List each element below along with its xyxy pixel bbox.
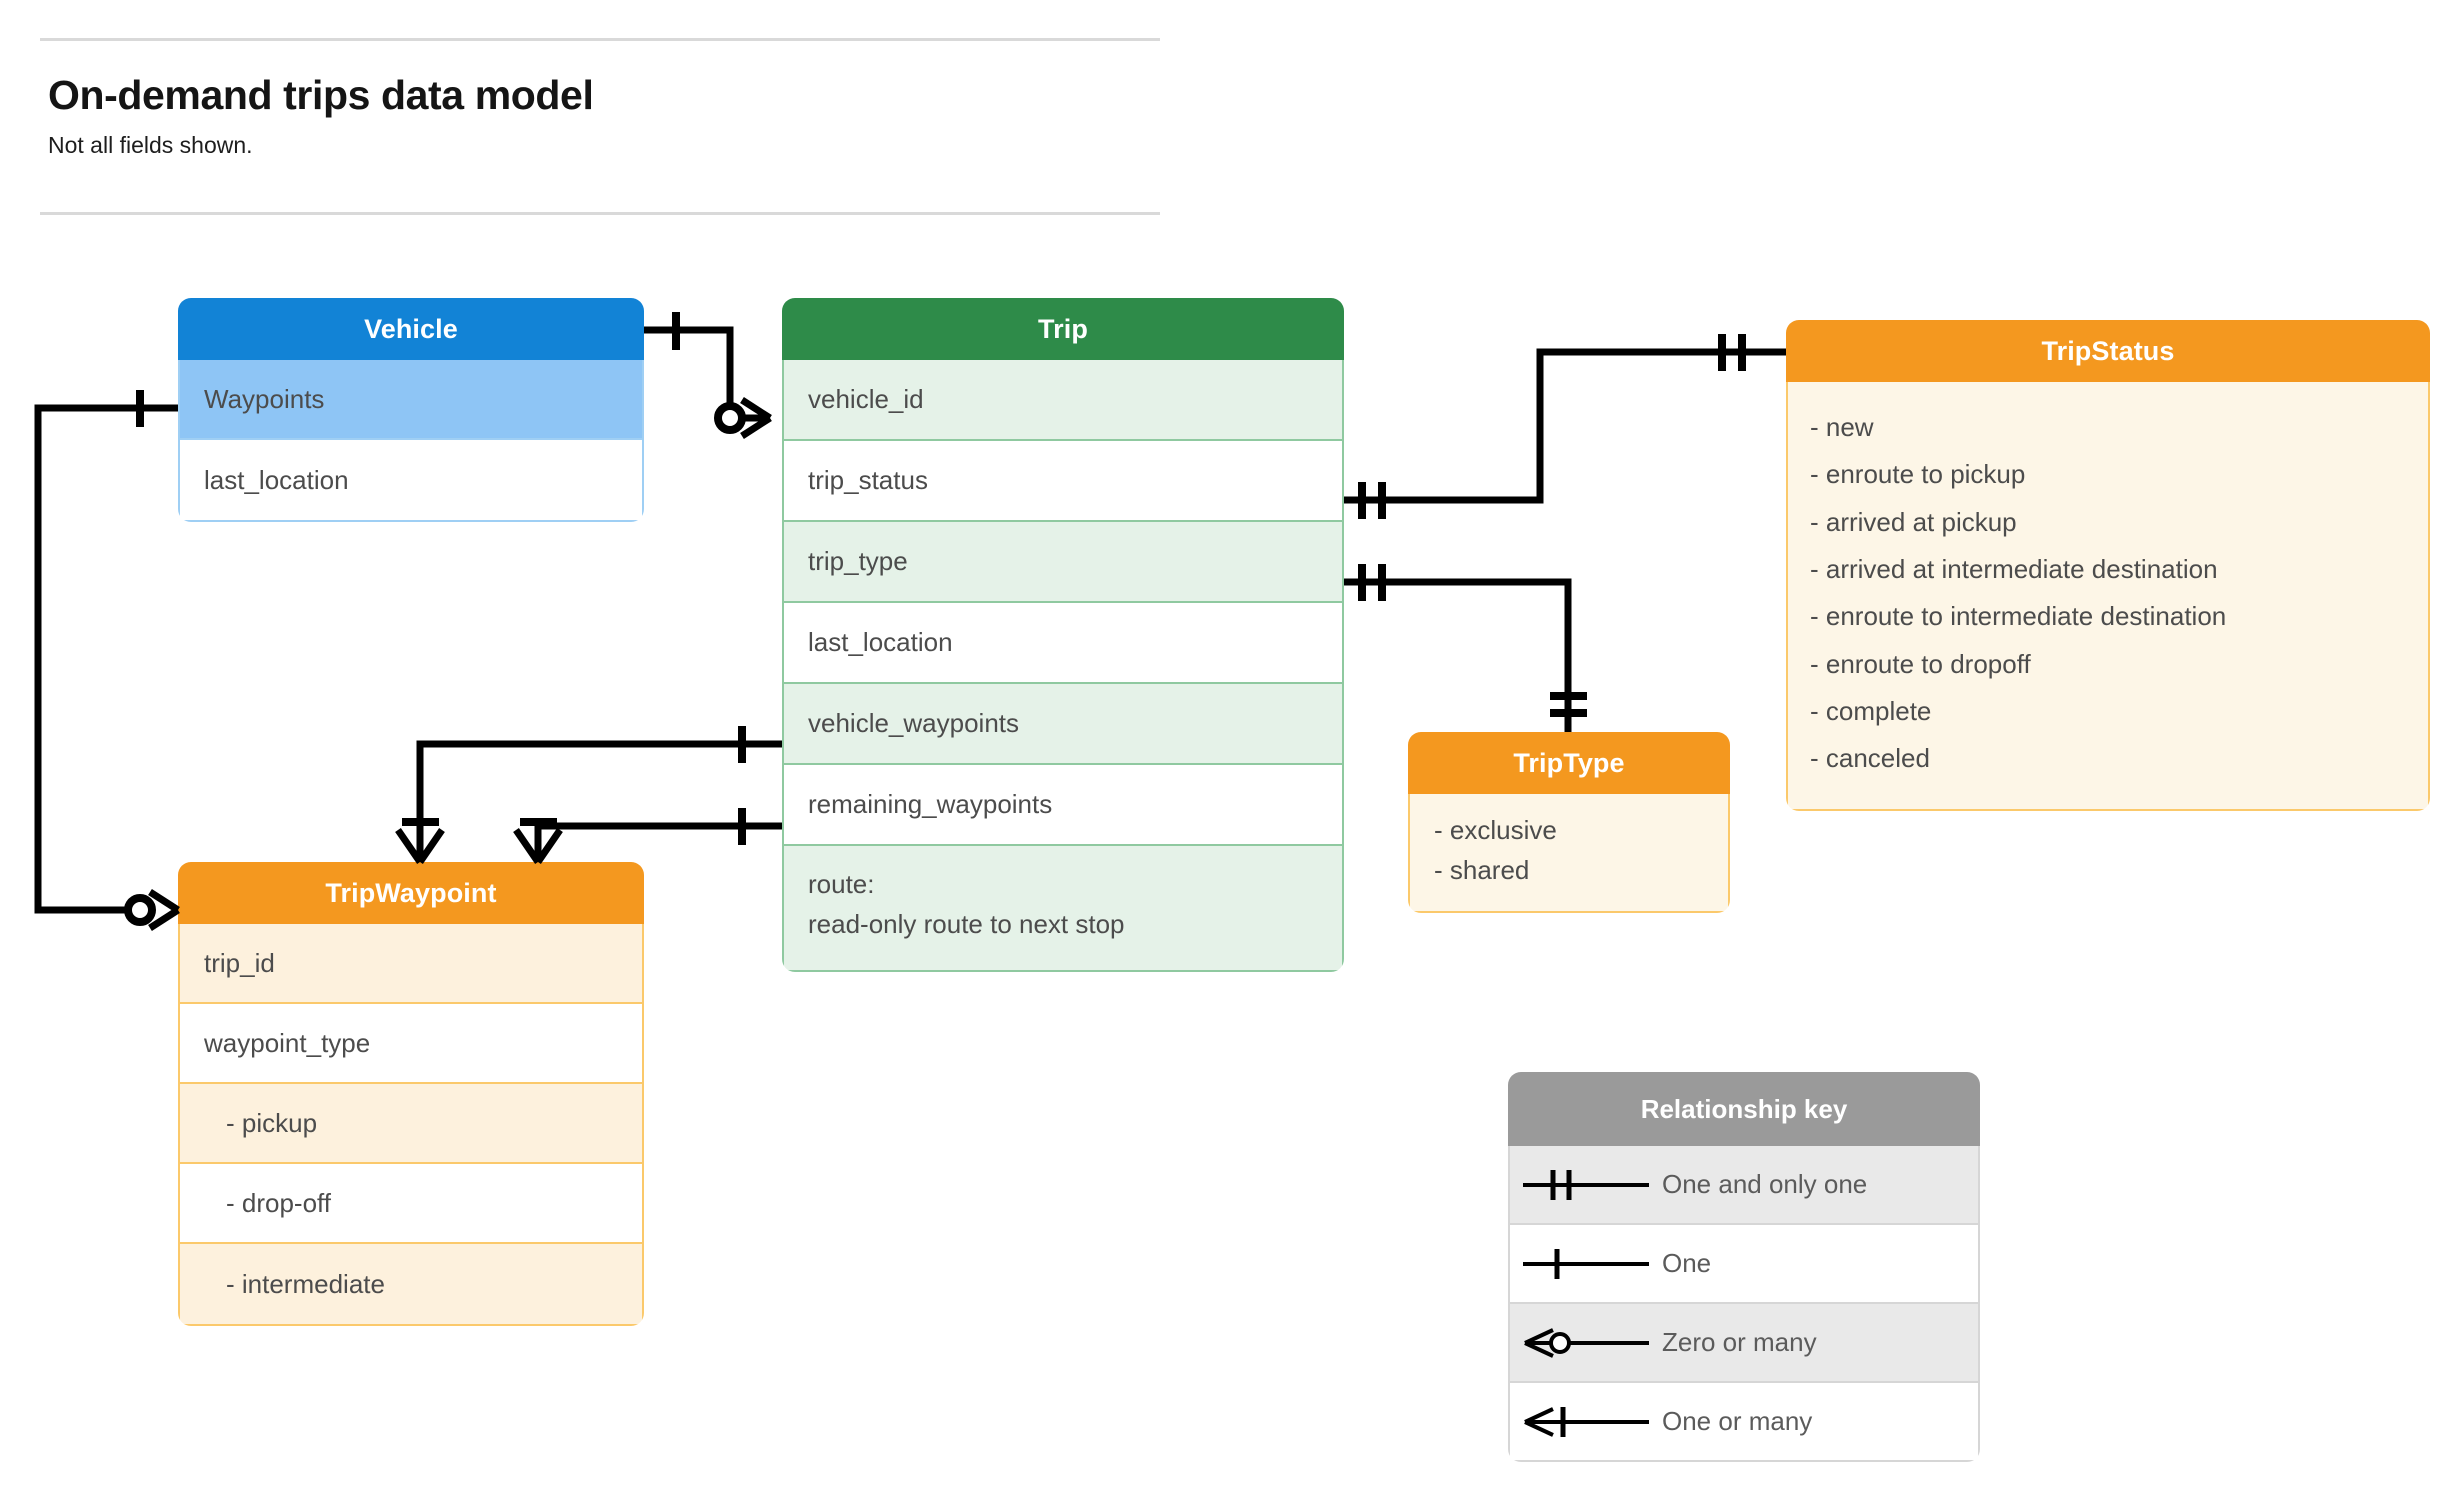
connector-trip-status-to-tripstatus	[1344, 348, 1786, 504]
connector-vehicle-waypoints-field-to-tripwaypoint	[416, 740, 782, 862]
tripstatus-value-canceled: - canceled	[1810, 743, 1930, 774]
entity-trip-type-title: TripType	[1408, 732, 1730, 794]
tripstatus-value-new: - new	[1810, 412, 1874, 442]
connector-vehicle-to-trip	[644, 326, 770, 422]
entity-trip[interactable]: Trip vehicle_id trip_status trip_type la…	[782, 298, 1344, 972]
entity-trip-type-values: - exclusive - shared	[1408, 794, 1730, 913]
field-trip-route: route: read-only route to next stop	[784, 846, 1342, 970]
field-tripwaypoint-pickup: - pickup	[180, 1084, 642, 1164]
legend-row-one-or-many: One or many	[1510, 1383, 1978, 1460]
field-trip-route-label: route:	[808, 869, 875, 899]
entity-vehicle[interactable]: Vehicle Waypoints last_location	[178, 298, 644, 522]
header-divider-bottom	[40, 212, 1160, 215]
entity-trip-waypoint[interactable]: TripWaypoint trip_id waypoint_type - pic…	[178, 862, 644, 1326]
field-tripwaypoint-waypoint-type: waypoint_type	[180, 1004, 642, 1084]
field-trip-vehicle-id: vehicle_id	[784, 360, 1342, 441]
connector-trip-type-to-triptype	[1344, 578, 1572, 732]
tripstatus-value-arrived-intermediate: - arrived at intermediate destination	[1810, 553, 2218, 584]
entity-trip-status-title: TripStatus	[1786, 320, 2430, 382]
triptype-value-exclusive: - exclusive	[1434, 815, 1557, 845]
field-tripwaypoint-trip-id: trip_id	[180, 924, 642, 1004]
cardinality-zero-or-many-trip-vehicle-id	[714, 397, 772, 439]
one-or-many-icon	[1510, 1383, 1662, 1460]
field-vehicle-waypoints: Waypoints	[180, 360, 642, 440]
entity-trip-status-values: - new - enroute to pickup - arrived at p…	[1786, 382, 2430, 811]
field-trip-remaining-waypoints: remaining_waypoints	[784, 765, 1342, 846]
relationship-key: Relationship key One and only one	[1508, 1072, 1980, 1462]
cardinality-one-or-many-tripwaypoint-a	[395, 818, 445, 864]
legend-label-one-and-only-one: One and only one	[1662, 1169, 1868, 1199]
tripstatus-value-enroute-pickup: - enroute to pickup	[1810, 459, 2026, 490]
tripstatus-value-enroute-dropoff: - enroute to dropoff	[1810, 648, 2031, 679]
field-tripwaypoint-dropoff: - drop-off	[180, 1164, 642, 1244]
field-trip-route-note: read-only route to next stop	[808, 909, 1125, 940]
field-trip-trip-type: trip_type	[784, 522, 1342, 603]
legend-row-zero-or-many: Zero or many	[1510, 1304, 1978, 1383]
entity-trip-status[interactable]: TripStatus - new - enroute to pickup - a…	[1786, 320, 2430, 811]
entity-trip-waypoint-fields: trip_id waypoint_type - pickup - drop-of…	[178, 924, 644, 1326]
one-icon	[1510, 1225, 1662, 1302]
cardinality-zero-or-many-tripwaypoint-left	[124, 889, 180, 931]
field-vehicle-last-location: last_location	[180, 440, 642, 520]
entity-vehicle-fields: Waypoints last_location	[178, 360, 644, 522]
cardinality-one-and-only-one-trip-type	[1358, 564, 1386, 601]
relationship-key-title: Relationship key	[1508, 1072, 1980, 1146]
field-trip-vehicle-waypoints: vehicle_waypoints	[784, 684, 1342, 765]
cardinality-one-and-only-one-trip-status	[1358, 482, 1386, 519]
legend-label-zero-or-many: Zero or many	[1662, 1327, 1817, 1357]
connector-vehicle-waypoints-to-tripwaypoint	[34, 404, 178, 914]
tripstatus-value-complete: - complete	[1810, 695, 1932, 726]
page-title: On-demand trips data model	[48, 72, 594, 118]
entity-trip-type[interactable]: TripType - exclusive - shared	[1408, 732, 1730, 913]
cardinality-one-or-many-tripwaypoint-b	[513, 818, 563, 864]
cardinality-one-and-only-one-tripstatus	[1718, 334, 1746, 371]
page-subtitle: Not all fields shown.	[48, 132, 253, 158]
header-divider-top	[40, 38, 1160, 41]
legend-row-one: One	[1510, 1225, 1978, 1304]
relationship-key-rows: One and only one One	[1508, 1146, 1980, 1462]
field-tripwaypoint-intermediate: - intermediate	[180, 1244, 642, 1324]
entity-trip-waypoint-title: TripWaypoint	[178, 862, 644, 924]
tripstatus-value-enroute-intermediate: - enroute to intermediate destination	[1810, 601, 2227, 632]
zero-or-many-icon	[1510, 1304, 1662, 1381]
field-trip-trip-status: trip_status	[784, 441, 1342, 522]
legend-label-one-or-many: One or many	[1662, 1406, 1813, 1436]
legend-row-one-and-only-one: One and only one	[1510, 1146, 1978, 1225]
entity-trip-fields: vehicle_id trip_status trip_type last_lo…	[782, 360, 1344, 972]
legend-label-one: One	[1662, 1248, 1712, 1278]
one-and-only-one-icon	[1510, 1146, 1662, 1223]
entity-trip-title: Trip	[782, 298, 1344, 360]
cardinality-one-and-only-one-triptype	[1550, 692, 1587, 717]
triptype-value-shared: - shared	[1434, 855, 1530, 886]
tripstatus-value-arrived-pickup: - arrived at pickup	[1810, 506, 2017, 537]
field-trip-last-location: last_location	[784, 603, 1342, 684]
entity-vehicle-title: Vehicle	[178, 298, 644, 360]
connector-remaining-waypoints-to-tripwaypoint	[534, 822, 782, 862]
